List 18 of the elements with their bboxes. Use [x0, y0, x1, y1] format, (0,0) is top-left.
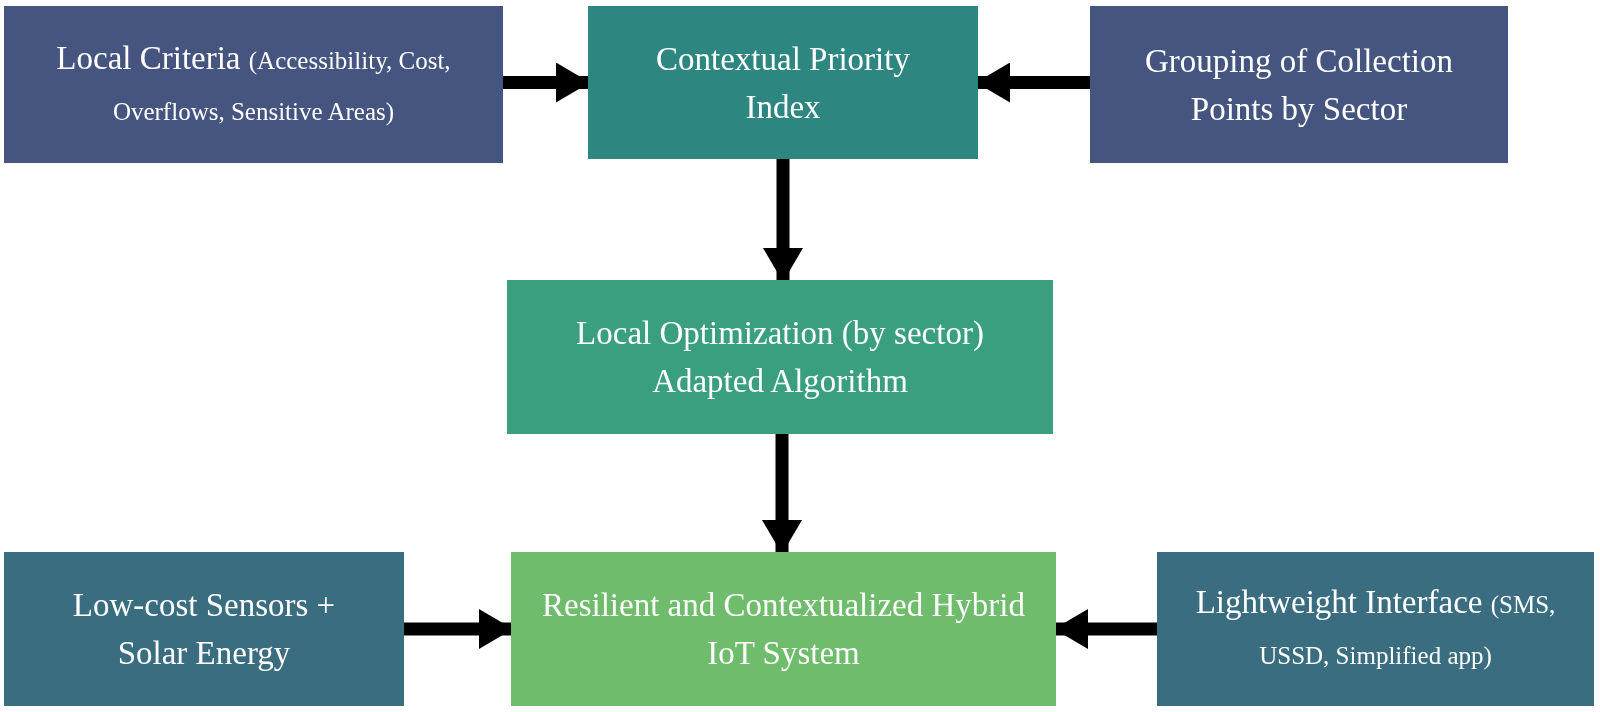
process-box: [4, 6, 503, 163]
box-label: Contextual Priority Index: [655, 39, 911, 127]
block-arrow: [404, 609, 513, 649]
process-box: [507, 280, 1053, 434]
block-arrow: [762, 434, 802, 554]
process-box: [1090, 6, 1508, 163]
block-arrow: [503, 62, 590, 103]
block-arrow: [763, 159, 803, 282]
process-box: [4, 552, 404, 706]
process-box: [1157, 552, 1594, 706]
box-label: Low-cost Sensors + Solar Energy: [71, 586, 337, 673]
process-box: [511, 552, 1056, 706]
box-label: Grouping of Collection Points by Sector: [1144, 41, 1454, 129]
box-label: Resilient and Contextualized Hybrid IoT System: [541, 586, 1026, 673]
box-label: Local Optimization (by sector) Adapted Algorithm: [575, 314, 985, 401]
process-box: [588, 6, 978, 159]
box-label: Lightweight Interface (SMS, USSD, Simplified app): [1194, 583, 1557, 672]
box-label: Local Criteria (Accessibility, Cost, Overflows, Sensitive Areas): [55, 38, 452, 127]
